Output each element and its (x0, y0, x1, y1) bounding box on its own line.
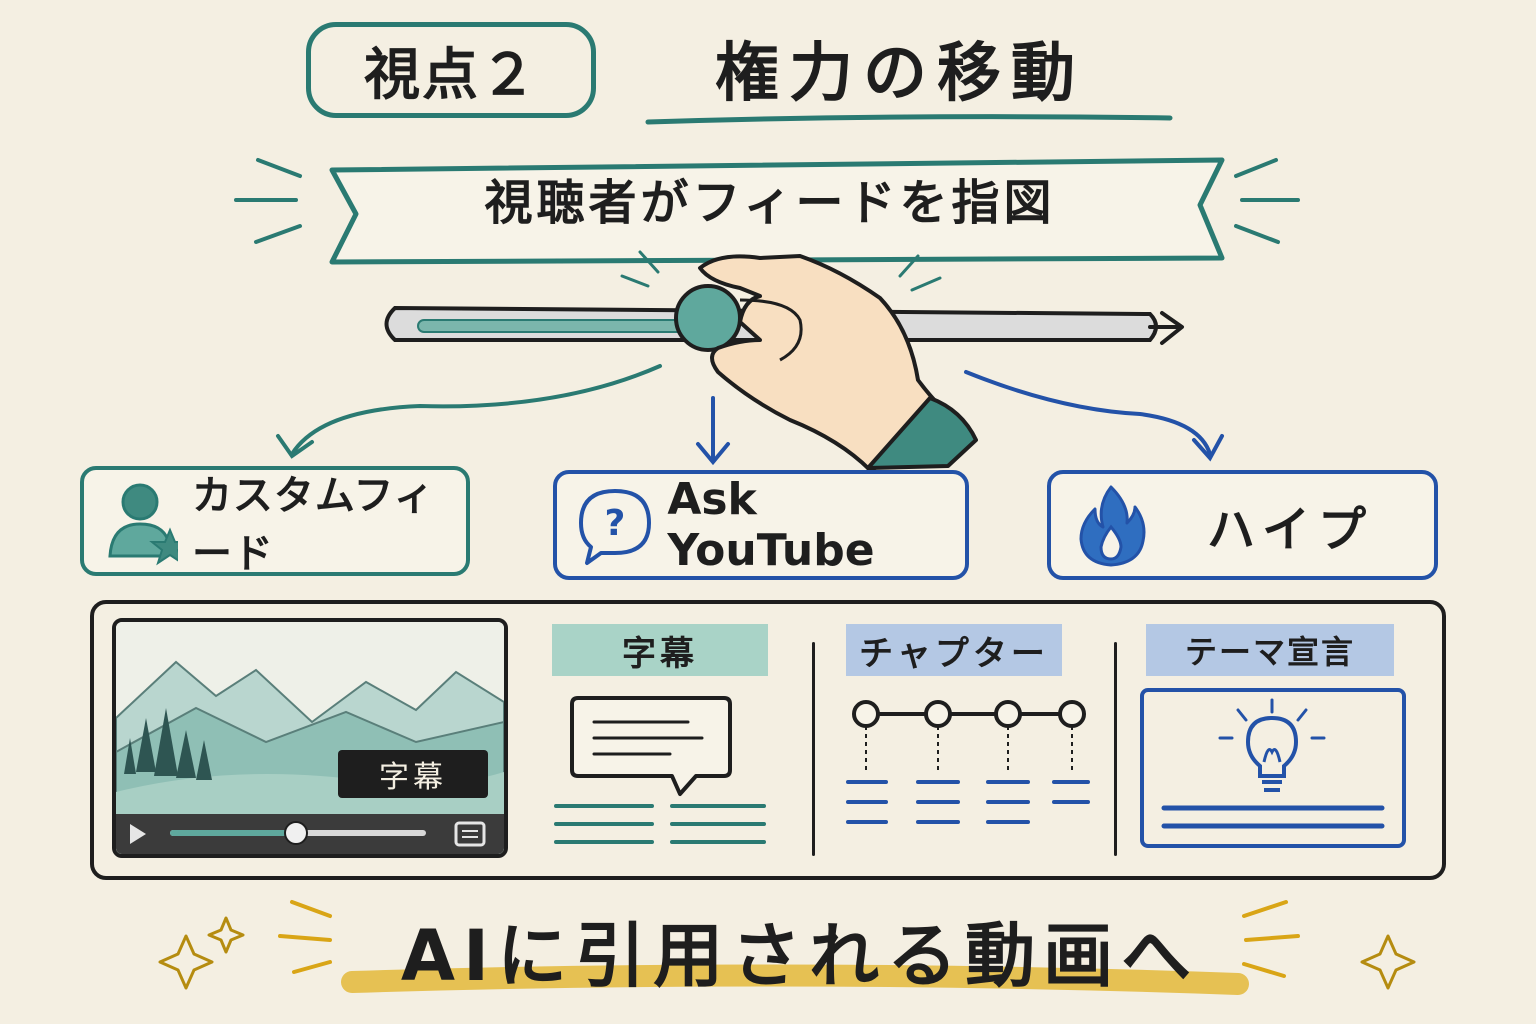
footer-highlight (341, 964, 1249, 995)
hand-illustration (698, 254, 978, 472)
footer-emphasis-lines (278, 900, 1300, 978)
arrow-to-hype (964, 370, 1212, 456)
column-divider (812, 642, 815, 856)
hype-label: ハイプ (1207, 502, 1375, 558)
custom-feed-card[interactable]: カスタムフィード (80, 466, 470, 577)
caption-toggle-icon (454, 821, 486, 847)
slider-knob (674, 284, 742, 352)
emphasis-lines-left (234, 158, 302, 244)
ask-youtube-card[interactable]: ? Ask YouTube (553, 470, 969, 580)
knob-sparks (620, 250, 942, 292)
flame-icon (1079, 485, 1146, 567)
footer-message: AIに引用される動画へ (400, 914, 1200, 997)
landscape-thumbnail (116, 622, 504, 854)
play-icon (130, 824, 146, 844)
sparkle-icons (158, 916, 1416, 990)
viewpoint-tag: 視点２ (306, 22, 596, 118)
custom-feed-label: カスタムフィード (191, 473, 435, 577)
page-title: 権力の移動 (715, 37, 1085, 111)
theme-heading: テーマ宣言 (1146, 624, 1394, 676)
title-underline (645, 114, 1173, 125)
subtitles-heading: 字幕 (552, 624, 768, 676)
hype-card[interactable]: ハイプ (1047, 470, 1438, 580)
arrow-to-custom (290, 364, 662, 456)
video-caption-badge: 字幕 (338, 750, 488, 798)
ribbon-banner (329, 157, 1225, 265)
subtitle-lines-icon (554, 696, 766, 844)
banner-text: 視聴者がフィードを指図 (484, 175, 1056, 231)
features-panel (90, 600, 1446, 880)
emphasis-lines-right (1234, 158, 1300, 244)
lightbulb-icon (1161, 698, 1385, 829)
user-star-icon (108, 483, 178, 566)
chapter-timeline-icon (846, 700, 1090, 824)
video-player[interactable] (112, 618, 508, 858)
column-divider (1114, 642, 1117, 856)
chapters-heading: チャプター (846, 624, 1062, 676)
svg-text:?: ? (605, 503, 626, 544)
question-bubble-icon: ? (579, 489, 651, 565)
ask-youtube-label: Ask YouTube (667, 474, 875, 576)
theme-card (1140, 688, 1406, 848)
